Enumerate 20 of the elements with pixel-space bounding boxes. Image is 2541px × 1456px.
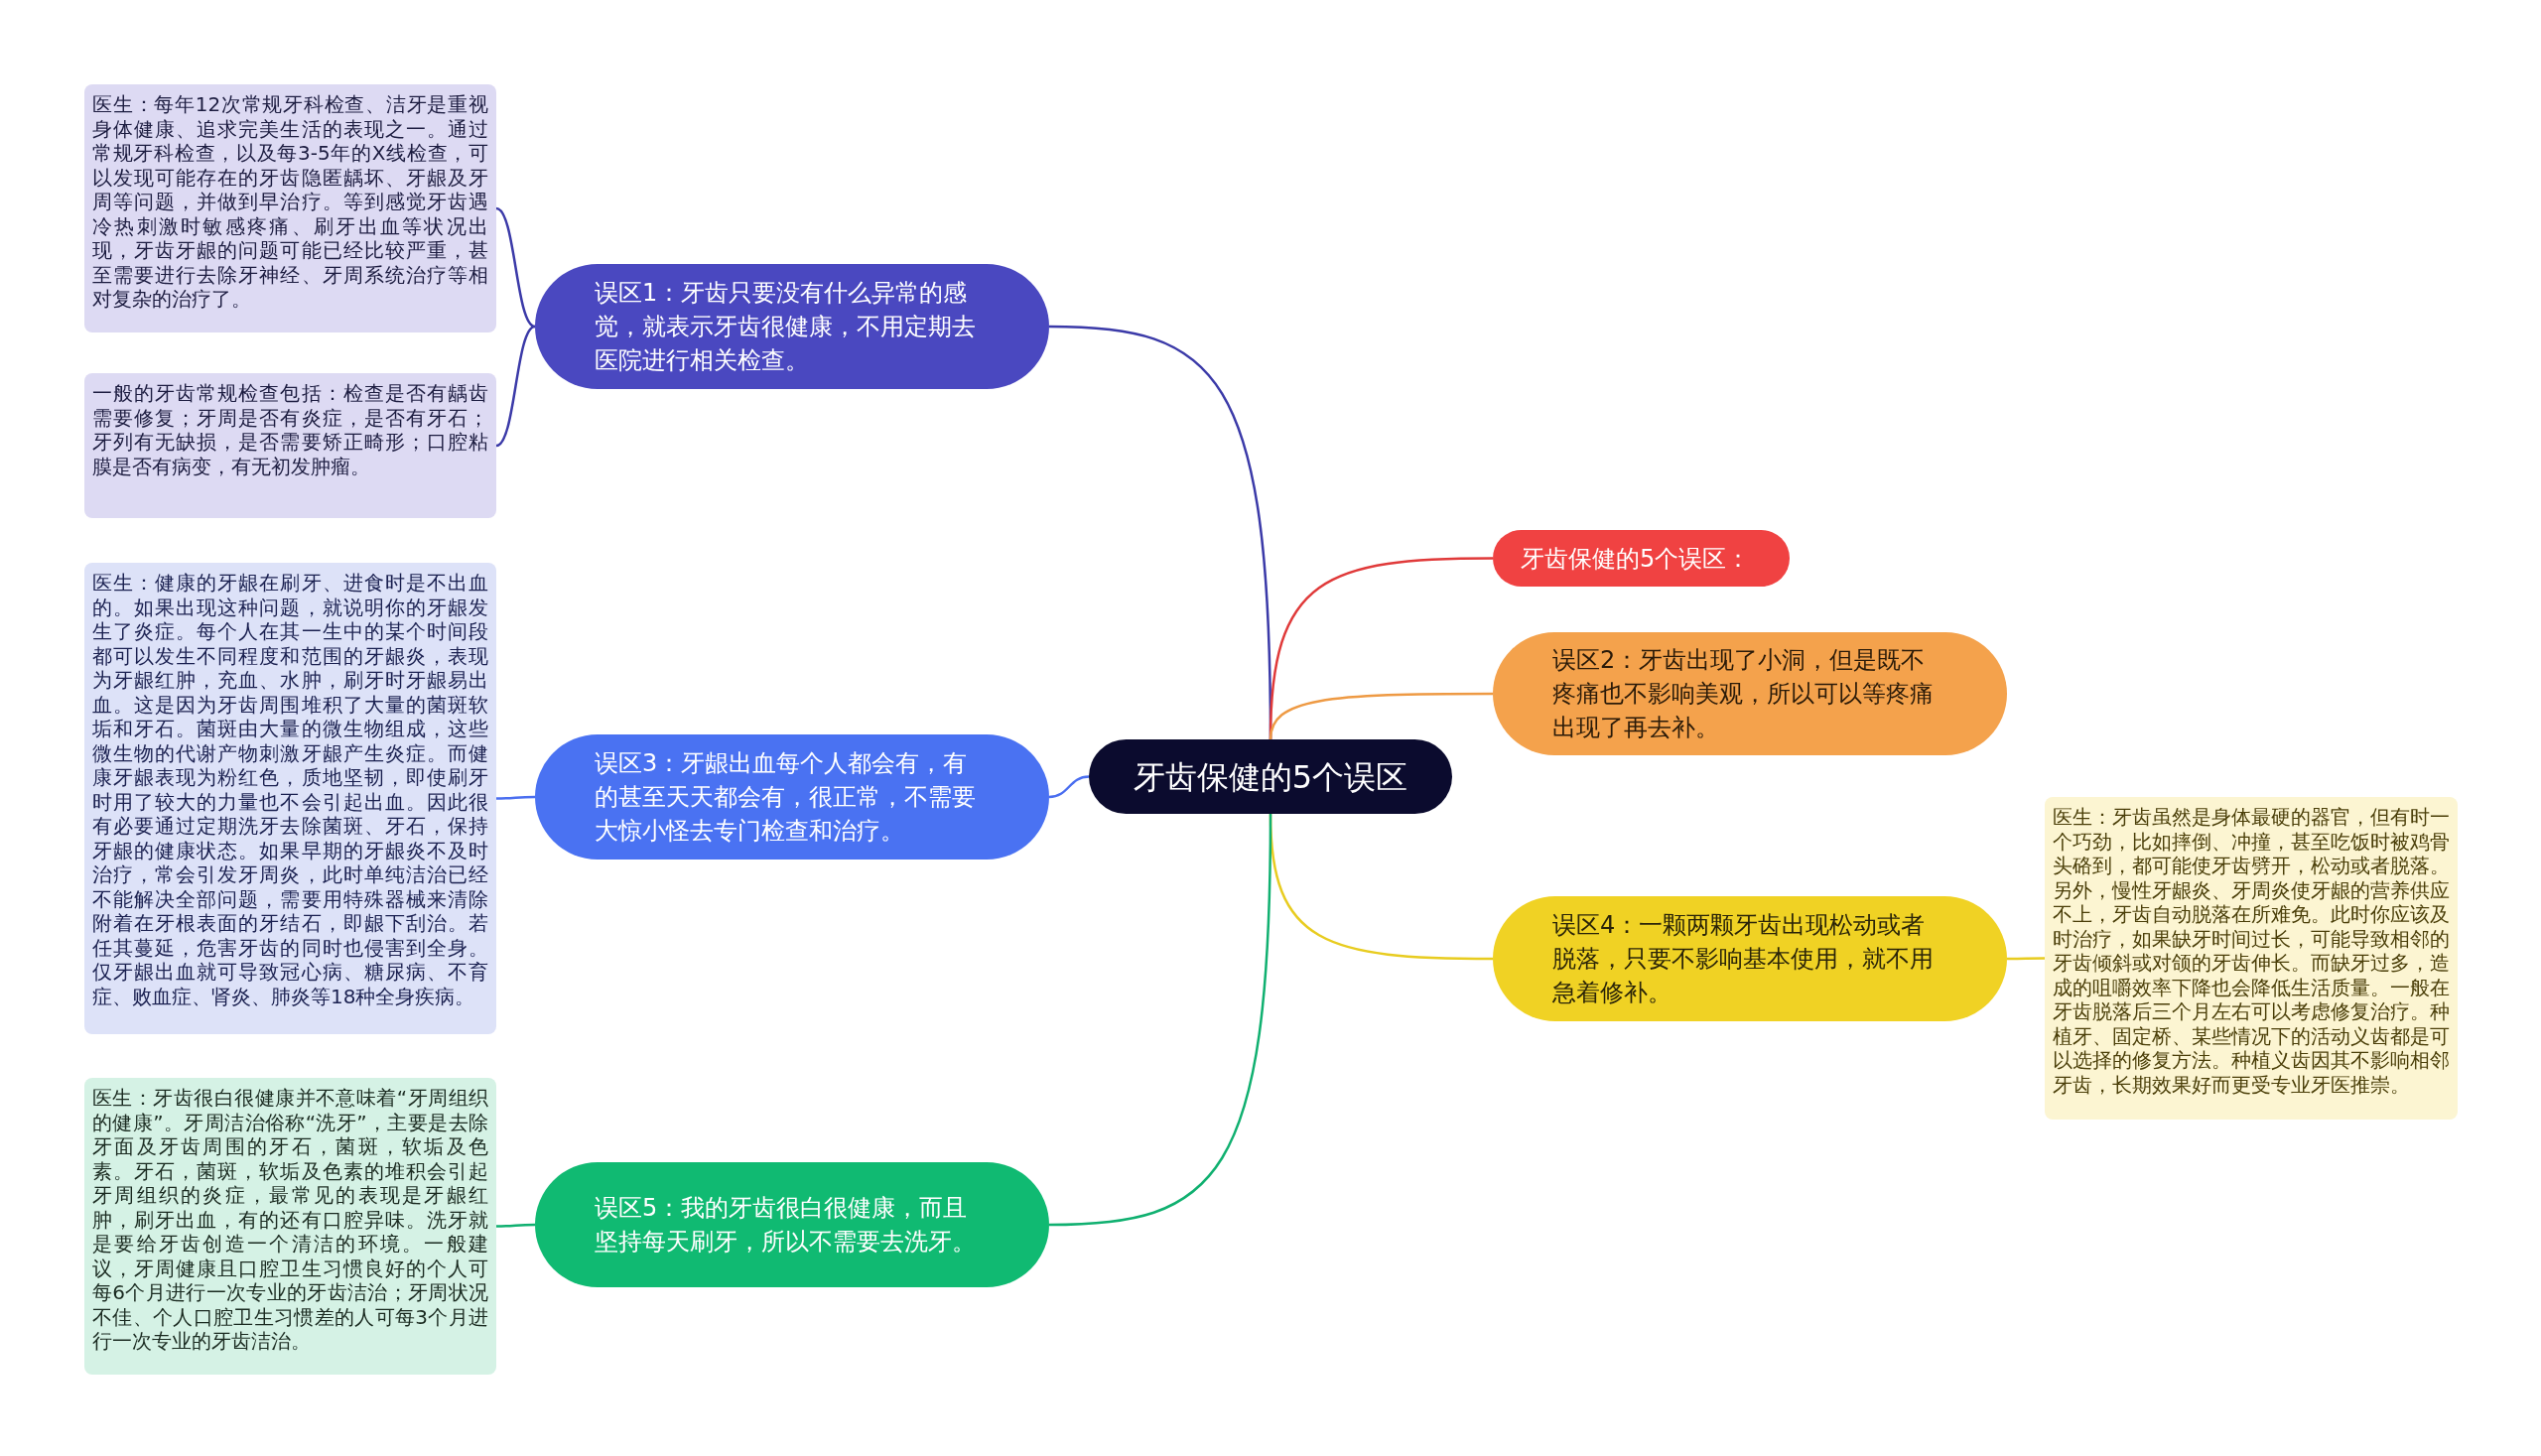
connector-line [496, 795, 535, 800]
note-box: 医生：牙齿虽然是身体最硬的器官，但有时一个巧劲，比如摔倒、冲撞，甚至吃饭时被鸡骨头硌到，都可能使牙齿劈开，松动或者脱落。另外，慢性牙龈炎、牙周炎使牙龈的营养供应不上，牙齿自动脱落在所难免。此时你应该及时治疗，如果缺牙时间过长，可能导致相邻的牙齿倾斜或对颌的牙齿伸长。而缺牙过多，造成的咀嚼效率下降也会降低生活质量。一般在牙齿脱落后三个月左右可以考虑修复治疗。种植牙、固定桥、某些情况下的活动义齿都是可以选择的修复方法。种植义齿因其不影响相邻牙齿，长期效果好而更受专业牙医推崇。 [2045, 797, 2458, 1120]
connector-line [495, 325, 536, 448]
note-box: 一般的牙齿常规检查包括：检查是否有龋齿需要修复；牙周是否有炎症，是否有牙石；牙列有无缺损，是否需要矫正畸形；口腔粘膜是否有病变，有无初发肿瘤。 [84, 373, 496, 518]
topic-box: 误区3：牙龈出血每个人都会有，有的甚至天天都会有，很正常，不需要大惊小怪去专门检查和治疗。 [535, 734, 1049, 860]
topic-box: 牙齿保健的5个误区： [1493, 530, 1790, 587]
connector-line [1048, 775, 1090, 799]
note-box: 医生：牙齿很白很健康并不意味着“牙周组织的健康”。牙周洁治俗称“洗牙”，主要是去除牙面及牙齿周围的牙石，菌斑，软垢及色素。牙石，菌斑，软垢及色素的堆积会引起牙周组织的炎症，最常见的表现是牙龈红肿，刷牙出血，有的还有口腔异味。洗牙就是要给牙齿创造一个清洁的环境。一般建议，牙周健康且口腔卫生习惯良好的个人可每6个月进行一次专业的牙齿洁治；牙周状况不佳、个人口腔卫生习惯差的人可每3个月进行一次专业的牙齿洁治。 [84, 1078, 496, 1375]
topic-box: 误区2：牙齿出现了小洞，但是既不疼痛也不影响美观，所以可以等疼痛出现了再去补。 [1493, 632, 2007, 755]
connector-line [1048, 814, 1272, 1227]
topic-box: 误区1：牙齿只要没有什么异常的感觉，就表示牙齿很健康，不用定期去医院进行相关检查。 [535, 264, 1049, 389]
note-box: 医生：每年12次常规牙科检查、洁牙是重视身体健康、追求完美生活的表现之一。通过常规牙科检查，以及每3-5年的X线检查，可以发现可能存在的牙齿隐匿龋坏、牙龈及牙周等问题，并做到早治疗。等到感觉牙齿遇冷热刺激时敏感疼痛、刷牙出血等状况出现，牙齿牙龈的问题可能已经比较严重，甚至需要进行去除牙神经、牙周系统治疗等相对复杂的治疗了。 [84, 84, 496, 332]
connector-line [495, 206, 536, 329]
topic-box: 误区5：我的牙齿很白很健康，而且坚持每天刷牙，所以不需要去洗牙。 [535, 1162, 1049, 1287]
topic-box: 误区4：一颗两颗牙齿出现松动或者脱落，只要不影响基本使用，就不用急着修补。 [1493, 896, 2007, 1021]
connector-line [496, 1223, 535, 1228]
root-topic-box: 牙齿保健的5个误区 [1089, 739, 1452, 814]
connector-line [2007, 957, 2045, 961]
connector-line [1269, 692, 1493, 740]
note-box: 医生：健康的牙龈在刷牙、进食时是不出血的。如果出现这种问题，就说明你的牙龈发生了炎症。每个人在其一生中的某个时间段都可以发生不同程度和范围的牙龈炎，表现为牙龈红肿，充血、水肿，刷牙时牙龈易出血。这是因为牙齿周围堆积了大量的菌斑软垢和牙石。菌斑由大量的微生物组成，这些微生物的代谢产物刺激牙龈产生炎症。而健康牙龈表现为粉红色，质地坚韧，即使刷牙时用了较大的力量也不会引起出血。因此很有必要通过定期洗牙去除菌斑、牙石，保持牙龈的健康状态。如果早期的牙龈炎不及时治疗，常会引发牙周炎，此时单纯洁治已经不能解决全部问题，需要用特殊器械来清除附着在牙根表面的牙结石，即龈下刮治。若任其蔓延，危害牙齿的同时也侵害到全身。仅牙龈出血就可导致冠心病、糖尿病、不育症、败血症、肾炎、肺炎等18种全身疾病。 [84, 563, 496, 1034]
